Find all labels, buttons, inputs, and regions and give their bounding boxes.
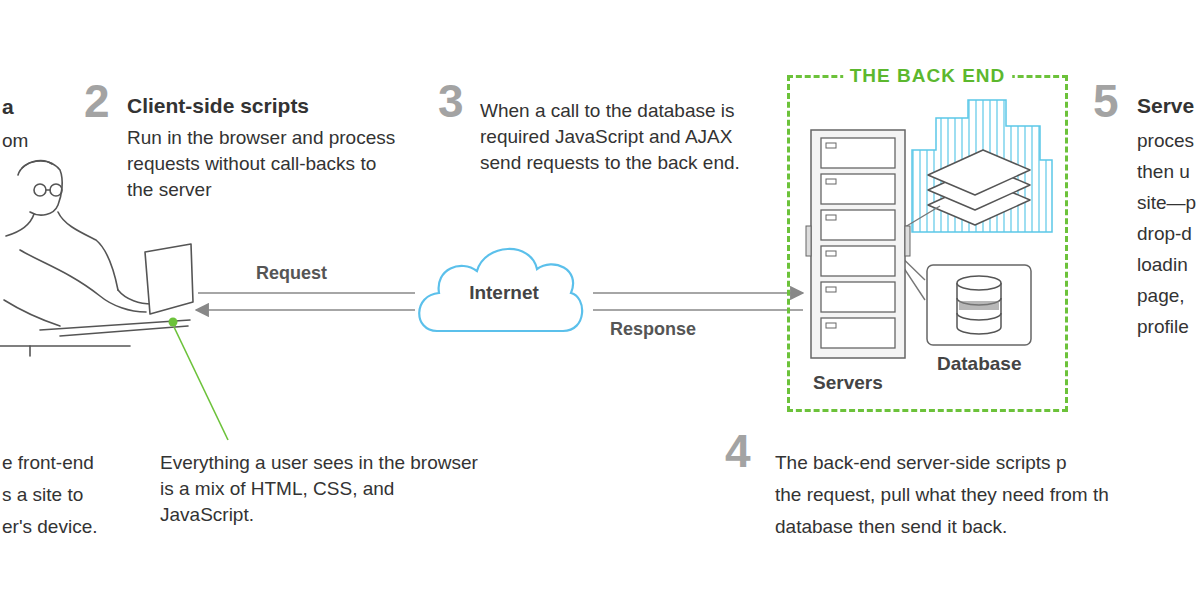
- cropped-text: page,: [1137, 283, 1185, 309]
- cropped-text: the request, pull what they need from th: [775, 482, 1109, 508]
- response-line: [196, 309, 415, 311]
- callout-number: 3: [438, 78, 464, 124]
- database-callout: Database: [923, 263, 1035, 385]
- cropped-text: om: [2, 128, 28, 154]
- node-title: THE BACK END: [843, 65, 1013, 87]
- green-dot: [169, 318, 178, 327]
- cropped-text: loadin: [1137, 252, 1188, 278]
- cropped-text: then u: [1137, 159, 1190, 185]
- step-text: When a call to the database is required …: [480, 98, 770, 176]
- node-title: Servers: [813, 372, 883, 394]
- rack-symbol: [803, 126, 913, 366]
- internet-cloud: Internet: [415, 235, 593, 345]
- step-heading: Client-side scripts: [127, 93, 309, 119]
- cropped-text: e front-end: [2, 450, 94, 476]
- step-text: Run in the browser and process requests …: [127, 125, 402, 203]
- callout-number: 2: [84, 78, 110, 124]
- node-title: Internet: [415, 282, 593, 304]
- cropped-text: profile: [1137, 314, 1189, 340]
- cropped-text: The back-end server-side scripts p: [775, 450, 1066, 476]
- back-end-region: THE BACK ENDServersDatabase: [787, 75, 1068, 412]
- arrow-label: Response: [610, 318, 696, 340]
- data-layers: [928, 150, 1030, 225]
- server-rack: Servers: [803, 126, 913, 401]
- cropped-text: s a site to: [2, 482, 83, 508]
- node-title: Database: [937, 353, 1022, 375]
- cropped-text: er's device.: [2, 514, 98, 540]
- cropped-heading: a: [2, 94, 14, 120]
- callout-number: 5: [1093, 78, 1119, 124]
- cropped-text: proces: [1137, 128, 1194, 154]
- blueprint-sketch: [912, 100, 1052, 232]
- cropped-text: database then send it back.: [775, 514, 1007, 540]
- leader-line: [174, 327, 228, 440]
- cropped-heading: Serve: [1137, 93, 1194, 119]
- connector-arrow: [593, 292, 803, 294]
- callout-number: 4: [725, 428, 751, 474]
- connector-arrow: [593, 309, 803, 311]
- database-symbol: [923, 263, 1035, 349]
- request-line: [198, 292, 415, 294]
- arrow-label: Request: [256, 262, 327, 284]
- cropped-text: site—p: [1137, 190, 1196, 216]
- cropped-text: drop-d: [1137, 221, 1192, 247]
- step-text: Everything a user sees in the browser is…: [160, 450, 480, 528]
